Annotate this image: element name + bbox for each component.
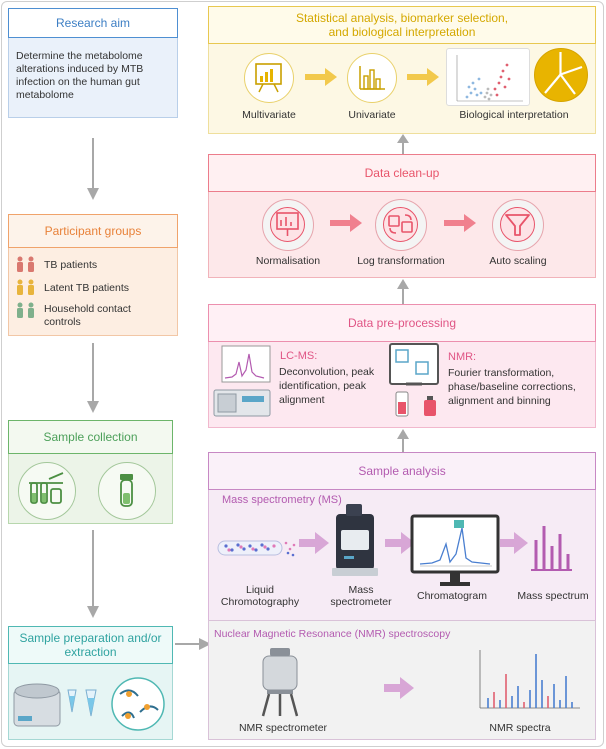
liquid-chromatography-icon [217, 540, 296, 557]
lcms-instrument-icon [213, 345, 271, 417]
arrow-down-1 [87, 138, 99, 200]
log-transformation-icon [375, 199, 427, 251]
arrow-right-purple-nmr [384, 677, 414, 699]
arrow-down-2 [87, 343, 99, 413]
label-nmr-spectrometer: NMR spectrometer [238, 722, 328, 734]
arrow-right-purple-3 [500, 532, 528, 554]
nmr-workstation-icon [389, 343, 439, 417]
nmr-preprocessing-title: NMR: [448, 351, 477, 363]
nmr-preprocessing-text: Fourier transformation, phase/baseline c… [448, 367, 576, 407]
filter-icon [492, 199, 544, 251]
centrifuge-icon [13, 677, 165, 731]
arrow-right-red-1 [330, 214, 362, 232]
mass-spectrum-icon [531, 526, 572, 571]
label-log-transformation: Log transformation [357, 255, 445, 267]
arrow-right-purple-1 [299, 532, 329, 554]
people-icon [17, 256, 34, 272]
label-liquid-chromatography: Liquid Chromotography [220, 584, 300, 608]
arrow-up-1 [397, 134, 409, 154]
research-aim-title: Research aim [8, 8, 178, 38]
group-label-household: Household contact controls [44, 303, 131, 328]
lcms-text: Deconvolution, peak identification, peak… [279, 366, 375, 406]
people-icon [17, 279, 34, 295]
participant-groups-title: Participant groups [8, 214, 178, 248]
label-biological-interpretation: Biological interpretation [459, 109, 569, 121]
statistical-analysis-title: Statistical analysis, biomarker selectio… [208, 6, 596, 44]
label-mass-spectrum: Mass spectrum [517, 590, 589, 602]
normalisation-icon [262, 199, 314, 251]
ms-section-title: Mass spectrometry (MS) [222, 494, 342, 506]
data-preprocessing-title: Data pre-processing [208, 304, 596, 342]
arrow-right-prep [175, 638, 211, 650]
statistical-title-line1: Statistical analysis, biomarker selectio… [295, 11, 509, 25]
people-icon [17, 302, 34, 318]
label-chromatogram: Chromatogram [416, 590, 488, 602]
label-nmr-spectra: NMR spectra [489, 722, 551, 734]
arrow-right-yellow-2 [407, 68, 439, 86]
arrow-right-purple-2 [385, 532, 415, 554]
multivariate-icon [244, 53, 294, 103]
nmr-spectra-icon [479, 650, 580, 709]
group-label-latent-tb: Latent TB patients [44, 282, 130, 294]
data-cleanup-title: Data clean-up [208, 154, 596, 192]
arrow-up-3 [397, 429, 409, 452]
label-multivariate: Multivariate [242, 109, 296, 121]
group-label-tb: TB patients [44, 259, 98, 271]
arrow-right-red-2 [444, 214, 476, 232]
label-mass-spectrometer: Mass spectrometer [330, 584, 392, 608]
volcano-plot-icon [446, 48, 530, 106]
sample-collection-title: Sample collection [8, 420, 173, 454]
sample-vial-icon [98, 462, 156, 520]
sample-analysis-title: Sample analysis [208, 452, 596, 490]
nmr-section-title: Nuclear Magnetic Resonance (NMR) spectro… [214, 628, 451, 640]
label-univariate: Univariate [348, 109, 396, 121]
lcms-title: LC-MS: [280, 350, 318, 362]
label-normalisation: Normalisation [255, 255, 321, 267]
nmr-spectrometer-icon [261, 648, 299, 717]
pie-chart-icon [534, 48, 588, 102]
arrow-down-3 [87, 530, 99, 618]
label-auto-scaling: Auto scaling [489, 255, 547, 267]
chromatogram-monitor-icon [410, 514, 500, 586]
sample-preparation-title: Sample preparation and/or extraction [8, 626, 173, 664]
statistical-title-line2: and biological interpretation [328, 25, 476, 39]
univariate-icon [347, 53, 397, 103]
arrow-up-2 [397, 279, 409, 304]
research-aim-text: Determine the metabolome alterations ind… [16, 50, 144, 101]
arrow-right-yellow-1 [305, 68, 337, 86]
mass-spectrometer-icon [332, 504, 378, 576]
sample-tubes-icon [18, 462, 76, 520]
